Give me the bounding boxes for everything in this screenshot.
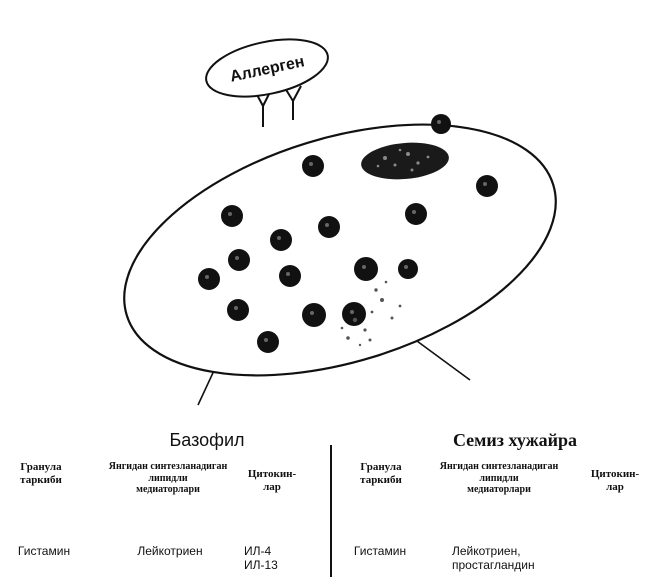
granule-highlight [286,272,290,276]
cell-body [94,78,586,423]
granule [354,257,378,281]
basophil-col3-value: ИЛ-4 ИЛ-13 [244,545,304,573]
granule-highlight [310,311,314,315]
granule-highlight [235,256,239,260]
mast-cell-col1-header: Гранула таркиби [342,461,420,486]
granule [227,299,249,321]
mast-cell-col3-header: Цитокин- лар [574,468,656,493]
granule [431,114,451,134]
basophil-col2-header: Янгидан синтезланадиган липидли медиатор… [98,461,238,496]
table-divider [330,445,332,577]
granule-highlight [234,306,238,310]
basophil-col1-value: Гистамин [6,545,82,559]
granule-highlight [325,223,329,227]
granule [405,203,427,225]
granule-highlight [437,120,441,124]
granule [279,265,301,287]
granule [398,259,418,279]
granule-highlight [277,236,281,240]
mast-cell-col2-header: Янгидан синтезланадиган липидли медиатор… [424,461,574,496]
granule [302,303,326,327]
mast-cell-col2-value: Лейкотриен, простагландин [452,545,572,573]
granule-highlight [412,210,416,214]
granule-highlight [350,310,354,314]
basophil-col1-header: Гранула таркиби [2,461,80,486]
granule [318,216,340,238]
granule [476,175,498,197]
granule [221,205,243,227]
granule-highlight [228,212,232,216]
granule [198,268,220,290]
mast-cell-title: Семиз хужайра [430,430,600,451]
granule [257,331,279,353]
granule-highlight [362,265,366,269]
mast-cell-col1-value: Гистамин [340,545,420,559]
granule [270,229,292,251]
basophil-col3-header: Цитокин- лар [240,468,304,493]
granule [228,249,250,271]
granule-highlight [483,182,487,186]
basophil-col2-value: Лейкотриен [118,545,222,559]
granule-highlight [309,162,313,166]
basophil-title: Базофил [147,430,267,451]
granule [342,302,366,326]
granule-highlight [404,265,408,269]
granule-highlight [264,338,268,342]
granule-highlight [205,275,209,279]
granule [302,155,324,177]
